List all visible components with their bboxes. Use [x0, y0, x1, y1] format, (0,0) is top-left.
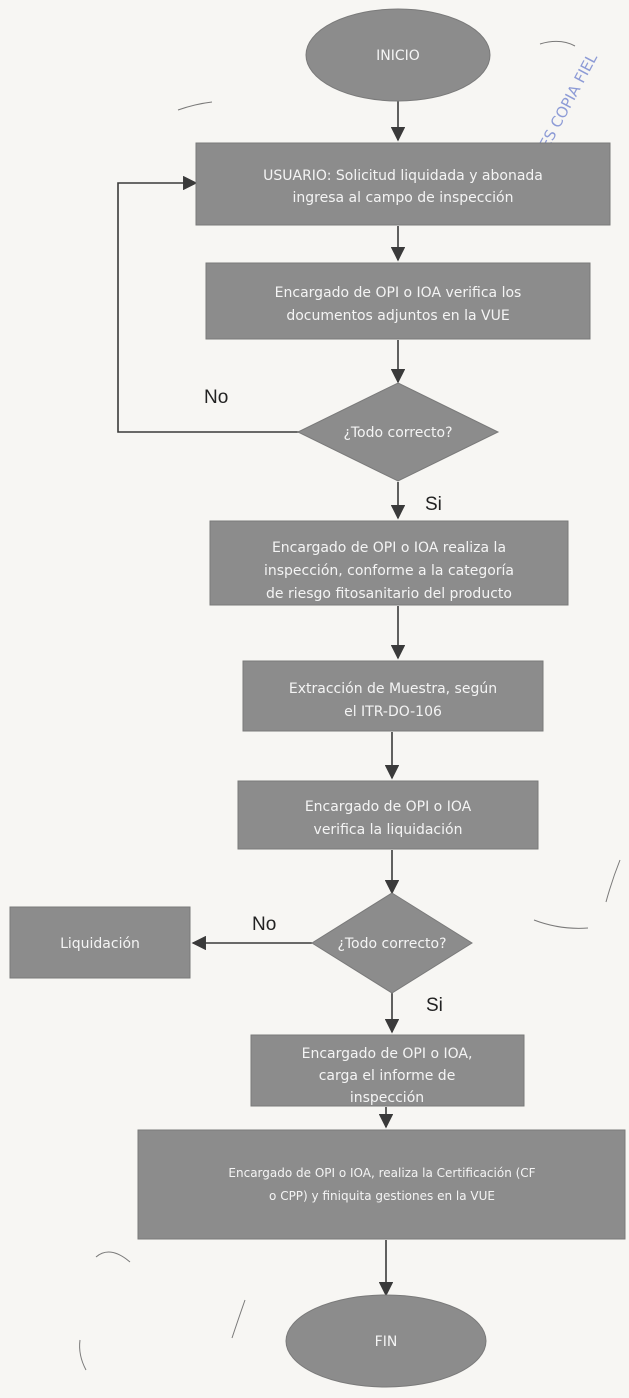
side-liquidation: Liquidación: [9, 906, 191, 979]
step-verify-documents: Encargado de OPI o IOA verifica los docu…: [205, 262, 591, 340]
connectors: [117, 100, 406, 1297]
step-inspection: Encargado de OPI o IOA realiza la inspec…: [209, 520, 569, 606]
decision-liquidation-ok-label: ¿Todo correcto?: [337, 936, 446, 952]
step-verify-documents-line-2: documentos adjuntos en la VUE: [286, 308, 509, 324]
branch-label-yes: Si: [425, 494, 442, 515]
side-liquidation-label: Liquidación: [60, 936, 140, 952]
step-user-request-line-1: USUARIO: Solicitud liquidada y abonada: [263, 168, 543, 184]
branch-label-yes: Si: [426, 995, 443, 1016]
branch-label-no: No: [204, 387, 228, 408]
scribble-mark: [79, 1339, 87, 1371]
decision-documents-ok: ¿Todo correcto?: [296, 382, 500, 482]
step-certification-line-2: o CPP) y finiquita gestiones en la VUE: [269, 1189, 495, 1203]
scribble-mark: [605, 859, 621, 903]
stamp-text: ES COPIA FIEL: [536, 50, 602, 152]
step-user-request-line-2: ingresa al campo de inspección: [293, 190, 514, 206]
step-verify-liquidation-line-2: verifica la liquidación: [314, 822, 463, 838]
step-verify-liquidation: Encargado de OPI o IOA verifica la liqui…: [237, 780, 539, 850]
end-label: FIN: [375, 1334, 398, 1350]
step-certification: Encargado de OPI o IOA, realiza la Certi…: [137, 1129, 626, 1240]
branch-label-no: No: [252, 914, 276, 935]
scribble-mark: [95, 1251, 131, 1263]
step-inspection-line-2: inspección, conforme a la categoría: [264, 563, 514, 579]
scribble-mark: [533, 919, 589, 929]
start-label: INICIO: [376, 48, 420, 64]
step-sample-extraction-line-2: el ITR-DO-106: [344, 704, 442, 720]
step-user-request: USUARIO: Solicitud liquidada y abonada i…: [195, 142, 611, 226]
step-inspection-line-1: Encargado de OPI o IOA realiza la: [272, 540, 506, 556]
step-sample-extraction: Extracción de Muestra, según el ITR-DO-1…: [242, 660, 544, 732]
copy-stamp: ES COPIA FIEL: [536, 50, 602, 152]
scribble-mark: [539, 40, 576, 47]
scribble-mark: [231, 1299, 246, 1339]
step-certification-line-1: Encargado de OPI o IOA, realiza la Certi…: [228, 1166, 535, 1180]
connector-decision1-no: [117, 175, 300, 433]
step-upload-report: Encargado de OPI o IOA, carga el informe…: [250, 1034, 525, 1107]
step-upload-report-line-1: Encargado de OPI o IOA,: [302, 1046, 473, 1062]
step-inspection-line-3: de riesgo fitosanitario del producto: [266, 586, 512, 602]
step-upload-report-line-3: inspección: [350, 1090, 424, 1106]
end-node: FIN: [285, 1294, 487, 1388]
start-node: INICIO: [305, 8, 491, 102]
decision-liquidation-ok: ¿Todo correcto?: [311, 892, 473, 994]
step-sample-extraction-line-1: Extracción de Muestra, según: [289, 681, 497, 697]
step-upload-report-line-2: carga el informe de: [319, 1068, 456, 1084]
decision-documents-ok-label: ¿Todo correcto?: [343, 425, 452, 441]
step-verify-documents-line-1: Encargado de OPI o IOA verifica los: [275, 285, 522, 301]
scribble-mark: [177, 101, 213, 111]
step-verify-liquidation-line-1: Encargado de OPI o IOA: [305, 799, 472, 815]
